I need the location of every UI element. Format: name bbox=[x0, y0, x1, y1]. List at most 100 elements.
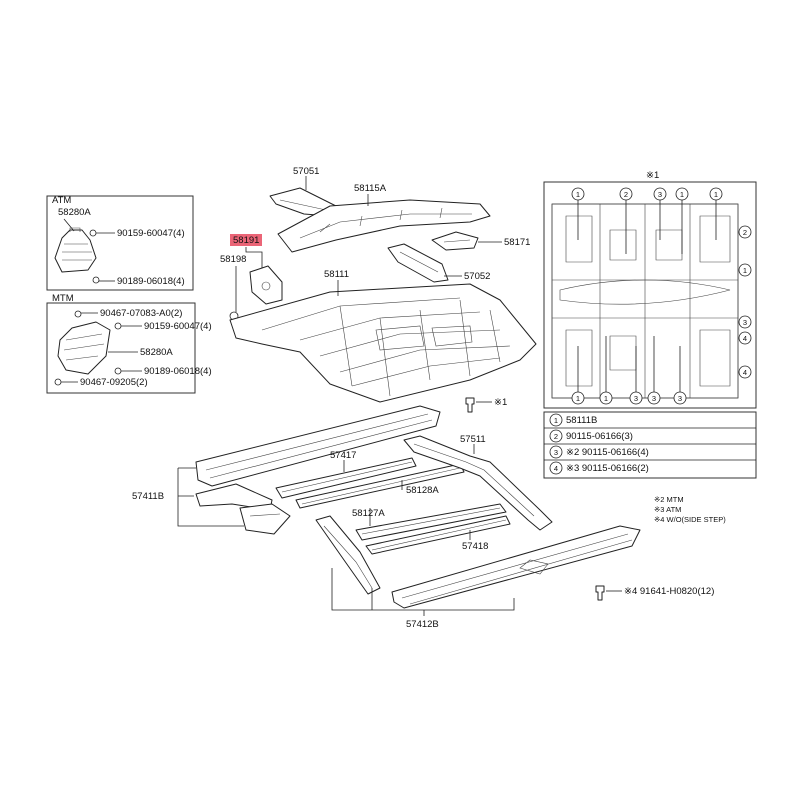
part-57412b-drawing bbox=[315, 515, 641, 609]
part-57411b-drawing bbox=[195, 405, 441, 535]
callout-58111: 58111 bbox=[324, 269, 349, 280]
inset-right-marker: 4 bbox=[738, 365, 752, 379]
inset-right-marker: 2 bbox=[738, 225, 752, 239]
callout-58127a: 58127A bbox=[352, 508, 385, 519]
mtm-bolt3-label: 90189-06018(4) bbox=[144, 366, 212, 377]
inset-bottom-marker: 1 bbox=[571, 391, 585, 405]
atm-title: ATM bbox=[52, 195, 71, 206]
atm-bolt-icon bbox=[89, 229, 97, 237]
mtm-bolt4-icon bbox=[54, 378, 62, 386]
inset-bottom-marker: 3 bbox=[647, 391, 661, 405]
mtm-box: MTM 90467-07083-A0(2) 90159-60047(4) 582… bbox=[46, 293, 212, 394]
inset-top-marker: 2 bbox=[619, 187, 633, 201]
part-57417-drawing bbox=[275, 457, 417, 499]
inset-top-marker: 1 bbox=[571, 187, 585, 201]
part-58171-drawing bbox=[431, 231, 479, 251]
svg-text:1: 1 bbox=[604, 394, 608, 403]
note-line: ※2 MTM bbox=[654, 495, 684, 504]
inset-right-marker: 3 bbox=[738, 315, 752, 329]
bolt-1-drawing bbox=[465, 397, 475, 413]
callout-57417: 57417 bbox=[330, 450, 356, 461]
highlight-58191-box bbox=[230, 234, 262, 246]
legend-marker: 1 bbox=[549, 413, 563, 427]
callout-57418: 57418 bbox=[462, 541, 488, 552]
legend-marker: 3 bbox=[549, 445, 563, 459]
svg-text:2: 2 bbox=[554, 432, 558, 441]
callout-57052: 57052 bbox=[464, 271, 490, 282]
callout-bolt-note: ※1 bbox=[494, 397, 507, 408]
part-58111-floor-pan-drawing bbox=[229, 283, 537, 403]
part-57511-drawing bbox=[403, 435, 553, 531]
callout-58191: 58191 bbox=[233, 235, 259, 246]
callout-58115a: 58115A bbox=[354, 183, 387, 194]
part-58127a-drawing bbox=[355, 503, 507, 541]
callout-57051: 57051 bbox=[293, 166, 319, 177]
atm-nut-icon bbox=[92, 276, 100, 284]
atm-shift-boot-drawing bbox=[54, 227, 97, 273]
callout-58171: 58171 bbox=[504, 237, 530, 248]
inset-top-marker: 1 bbox=[675, 187, 689, 201]
callout-57411b: 57411B bbox=[132, 491, 164, 502]
svg-text:4: 4 bbox=[743, 334, 747, 343]
inset-top-marker: 3 bbox=[653, 187, 667, 201]
svg-text:2: 2 bbox=[743, 228, 747, 237]
part-58128a-drawing bbox=[295, 463, 465, 509]
legend-item-label: 90115-06166(3) bbox=[566, 431, 633, 442]
legend-marker: 2 bbox=[549, 429, 563, 443]
svg-text:4: 4 bbox=[743, 368, 747, 377]
svg-text:1: 1 bbox=[743, 266, 747, 275]
atm-bolt2-label: 90189-06018(4) bbox=[117, 276, 185, 287]
legend-item-label: 58111B bbox=[566, 415, 597, 426]
inset-bottom-marker: 3 bbox=[673, 391, 687, 405]
note-line: ※3 ATM bbox=[654, 505, 681, 514]
svg-text:2: 2 bbox=[624, 190, 628, 199]
mtm-bolt1-label: 90467-07083-A0(2) bbox=[100, 308, 182, 319]
inset-title: ※1 bbox=[646, 170, 659, 181]
inset-bottom-marker: 1 bbox=[599, 391, 613, 405]
svg-text:1: 1 bbox=[576, 190, 580, 199]
part-58191-bracket-drawing bbox=[249, 265, 283, 305]
svg-text:1: 1 bbox=[714, 190, 718, 199]
callout-58198: 58198 bbox=[220, 254, 246, 265]
mtm-part-label: 58280A bbox=[140, 347, 173, 358]
svg-text:3: 3 bbox=[658, 190, 662, 199]
mtm-bolt2-icon bbox=[114, 322, 122, 330]
inset-legend bbox=[543, 411, 757, 479]
svg-text:1: 1 bbox=[576, 394, 580, 403]
mtm-nut-icon bbox=[114, 367, 122, 375]
note-line: ※4 W/O(SIDE STEP) bbox=[654, 515, 726, 524]
mtm-shift-boot-drawing bbox=[57, 321, 111, 375]
inset-right-marker: 4 bbox=[738, 331, 752, 345]
atm-box: ATM 58280A 90159-60047(4) 90189-06018(4) bbox=[46, 195, 194, 291]
inset-bottom-marker: 3 bbox=[629, 391, 643, 405]
part-58115a-drawing bbox=[277, 199, 491, 253]
svg-text:3: 3 bbox=[652, 394, 656, 403]
inset-floor-panel: ※1 bbox=[543, 170, 757, 409]
svg-text:1: 1 bbox=[554, 416, 558, 425]
svg-text:3: 3 bbox=[554, 448, 558, 457]
inset-top-marker: 1 bbox=[709, 187, 723, 201]
svg-text:1: 1 bbox=[680, 190, 684, 199]
callout-57412b: 57412B bbox=[406, 619, 439, 630]
legend-marker: 4 bbox=[549, 461, 563, 475]
atm-part-label: 58280A bbox=[58, 207, 91, 218]
mtm-bolt1-icon bbox=[74, 310, 82, 318]
mtm-title: MTM bbox=[52, 293, 74, 304]
svg-text:4: 4 bbox=[554, 464, 558, 473]
callout-bolt-spec: ※4 91641-H0820(12) bbox=[624, 586, 714, 597]
callout-57511: 57511 bbox=[460, 434, 486, 445]
legend-item-label: ※3 90115-06166(2) bbox=[566, 463, 649, 474]
legend-item-label: ※2 90115-06166(4) bbox=[566, 447, 649, 458]
mtm-bolt2-label: 90159-60047(4) bbox=[144, 321, 212, 332]
part-57418-drawing bbox=[365, 515, 511, 555]
inset-right-marker: 1 bbox=[738, 263, 752, 277]
atm-bolt1-label: 90159-60047(4) bbox=[117, 228, 185, 239]
mtm-bolt4-label: 90467-09205(2) bbox=[80, 377, 148, 388]
part-57052-drawing bbox=[387, 243, 449, 283]
svg-text:3: 3 bbox=[743, 318, 747, 327]
svg-text:3: 3 bbox=[634, 394, 638, 403]
callout-58128a: 58128A bbox=[406, 485, 439, 496]
svg-text:3: 3 bbox=[678, 394, 682, 403]
bolt-4-drawing bbox=[595, 585, 605, 601]
